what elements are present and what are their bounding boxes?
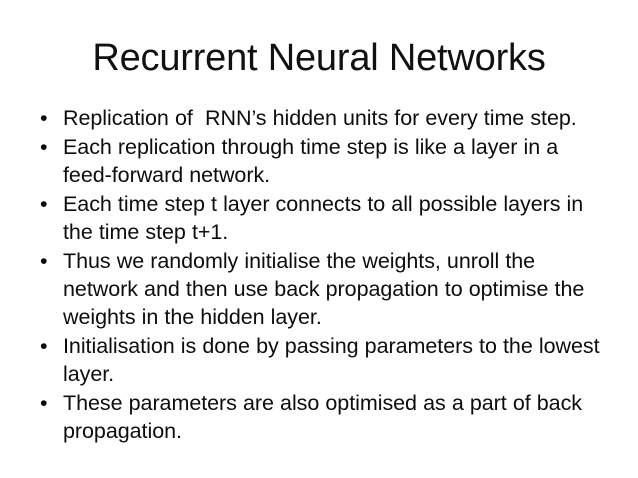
bullet-item-2: • Each replication through time step is … [34, 133, 612, 189]
slide-bullet-list: • Replication of RNN’s hidden units for … [34, 104, 612, 446]
bullet-item-1: • Replication of RNN’s hidden units for … [34, 104, 612, 132]
bullet-item-2-text: Each replication through time step is li… [63, 135, 565, 187]
bullet-item-6-text: These parameters are also optimised as a… [63, 391, 589, 443]
bullet-item-3: • Each time step t layer connects to all… [34, 190, 612, 246]
bullet-point-icon: • [40, 192, 48, 216]
bullet-item-1-text: Replication of RNN’s hidden units for ev… [63, 106, 577, 130]
bullet-item-5-text: Initialisation is done by passing parame… [63, 334, 606, 386]
bullet-point-icon: • [40, 106, 48, 130]
bullet-point-icon: • [40, 334, 48, 358]
bullet-point-icon: • [40, 391, 48, 415]
slide-title: Recurrent Neural Networks [92, 37, 546, 79]
bullet-item-3-text: Each time step t layer connects to all p… [63, 192, 590, 244]
bullet-item-4-text: Thus we randomly initialise the weights,… [63, 249, 591, 329]
bullet-item-5: • Initialisation is done by passing para… [34, 332, 612, 388]
bullet-point-icon: • [40, 135, 48, 159]
bullet-item-4: • Thus we randomly initialise the weight… [34, 247, 612, 331]
bullet-point-icon: • [40, 249, 48, 273]
bullet-item-6: • These parameters are also optimised as… [34, 389, 612, 445]
